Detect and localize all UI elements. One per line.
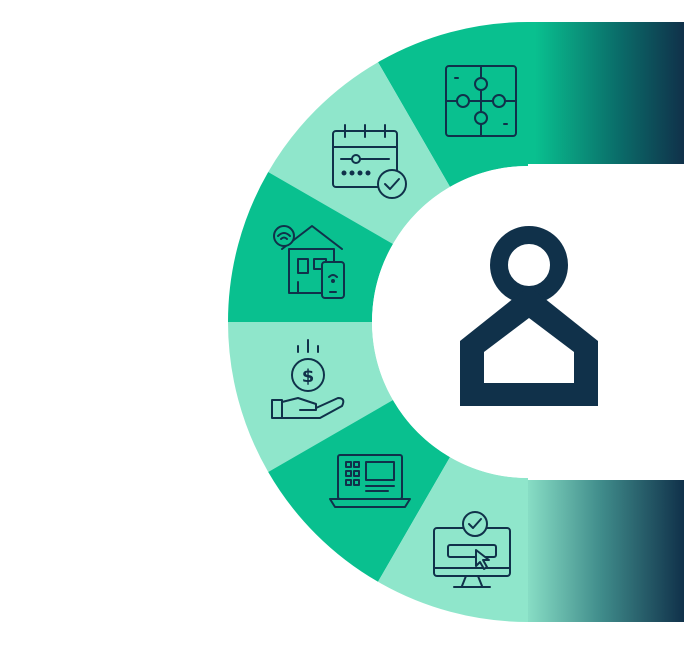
bottom-arm — [528, 480, 684, 622]
monitor-click-icon — [433, 511, 511, 588]
segment-smart-home — [228, 172, 393, 322]
money-hand-icon: $ — [271, 339, 345, 419]
laptop-dashboard-icon — [329, 454, 411, 508]
home-person-logo-icon — [460, 226, 598, 406]
smart-home-icon — [273, 225, 345, 299]
calendar-check-icon — [332, 124, 407, 199]
segment-payment — [228, 322, 393, 472]
segment-puzzle — [378, 22, 528, 187]
top-arm — [528, 22, 684, 164]
puzzle-icon — [445, 65, 517, 137]
segment-laptop — [268, 400, 450, 582]
segment-online-booking — [378, 457, 528, 622]
segment-calendar — [268, 62, 450, 245]
svg-text:$: $ — [302, 366, 315, 387]
